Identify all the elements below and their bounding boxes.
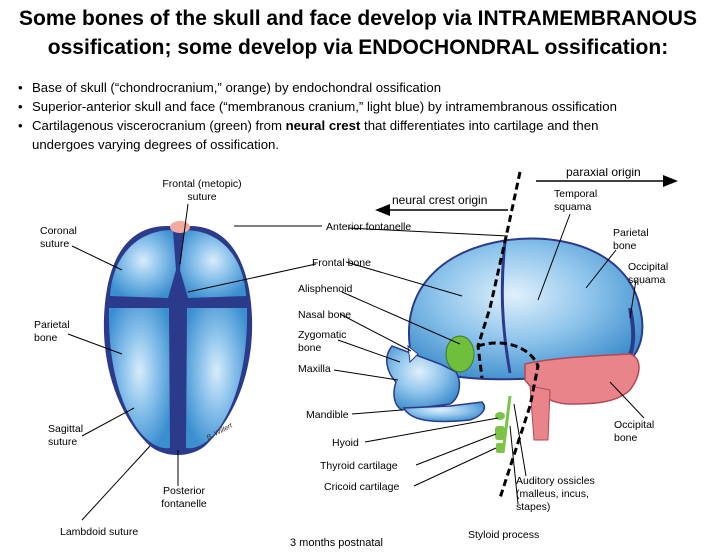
label-hyoid: Hyoid bbox=[332, 437, 359, 449]
origin-boundary bbox=[476, 171, 540, 499]
label-thyroid: Thyroid cartilage bbox=[320, 460, 398, 472]
top-view-skull: B. Willert bbox=[103, 221, 253, 455]
bullet-item: • Superior-anterior skull and face (“mem… bbox=[18, 97, 708, 116]
label-frontal-metopic: Frontal (metopic) bbox=[162, 178, 241, 190]
left-frontal-bone bbox=[110, 230, 176, 298]
bullet-text-cont: undergoes varying degrees of ossificatio… bbox=[32, 137, 280, 152]
label-temporal-2: squama bbox=[554, 201, 592, 213]
thyroid-green bbox=[495, 426, 505, 440]
label-occipital-squama: Occipital bbox=[628, 261, 668, 273]
anterior-fontanelle-top bbox=[170, 264, 186, 308]
bullet-dot: • bbox=[18, 80, 23, 95]
label-frontal-metopic-2: suture bbox=[187, 191, 216, 203]
label-occipital-bone-2: bone bbox=[614, 432, 638, 444]
nasal-bone-lateral bbox=[407, 344, 419, 364]
label-posterior-fontanelle-2: fontanelle bbox=[161, 498, 207, 510]
label-nasal-bone: Nasal bone bbox=[298, 309, 351, 321]
label-maxilla: Maxilla bbox=[298, 363, 331, 375]
label-occipital-bone: Occipital bbox=[614, 419, 654, 431]
label-zygomatic-2: bone bbox=[298, 342, 322, 354]
leader-lines bbox=[67, 203, 645, 521]
label-parietal-left: Parietal bbox=[34, 319, 70, 331]
label-sagittal-2: suture bbox=[48, 436, 77, 448]
diagram-labels: Frontal (metopic) suture Coronal suture … bbox=[34, 178, 668, 541]
label-frontal-bone: Frontal bone bbox=[312, 257, 371, 269]
bullet-text: Base of skull (“chondrocranium,” orange)… bbox=[32, 80, 442, 95]
slide-title: Some bones of the skull and face develop… bbox=[0, 4, 716, 62]
title-line-2: ossification; some develop via ENDOCHOND… bbox=[47, 36, 669, 59]
hyoid-green bbox=[495, 412, 505, 420]
right-frontal-bone bbox=[180, 230, 246, 298]
paraxial-origin-label: paraxial origin bbox=[566, 168, 641, 179]
bullet-text-bold: neural crest bbox=[285, 118, 361, 133]
alisphenoid-green bbox=[445, 335, 475, 373]
bullet-item: • Base of skull (“chondrocranium,” orang… bbox=[18, 78, 708, 97]
nasal-tip-top bbox=[170, 221, 190, 233]
dashed-boundary-upper bbox=[476, 171, 522, 379]
label-styloid: Styloid process bbox=[468, 529, 539, 541]
right-parietal-bone bbox=[186, 308, 248, 449]
cervical-vertebrae bbox=[529, 385, 551, 441]
face-bones bbox=[386, 345, 461, 411]
label-occipital-squama-2: squama bbox=[628, 274, 666, 286]
label-lambdoid: Lambdoid suture bbox=[60, 526, 138, 538]
label-coronal-2: suture bbox=[40, 238, 69, 250]
bullet-text: Cartilagenous viscerocranium (green) fro… bbox=[32, 116, 708, 135]
occipital-bone-lateral bbox=[524, 353, 640, 405]
label-auditory-3: stapes) bbox=[516, 501, 550, 513]
bullet-item: • Cartilagenous viscerocranium (green) f… bbox=[18, 116, 708, 135]
label-auditory: Auditory ossicles bbox=[516, 475, 595, 487]
label-zygomatic: Zygomatic bbox=[298, 329, 346, 341]
label-sagittal: Sagittal bbox=[48, 423, 83, 435]
label-cricoid: Cricoid cartilage bbox=[324, 481, 399, 493]
label-auditory-2: (malleus, incus, bbox=[516, 488, 589, 500]
styloid-green bbox=[501, 395, 512, 454]
bullet-continuation: undergoes varying degrees of ossificatio… bbox=[18, 135, 708, 154]
bullet-list: • Base of skull (“chondrocranium,” orang… bbox=[18, 78, 708, 154]
title-line-1: Some bones of the skull and face develop… bbox=[19, 7, 697, 30]
label-parietal-right-2: bone bbox=[613, 240, 637, 252]
bullet-text-pre: Cartilagenous viscerocranium (green) fro… bbox=[32, 118, 286, 133]
left-parietal-bone bbox=[108, 308, 170, 449]
coronal-suture-lateral bbox=[500, 241, 512, 374]
bullet-text-post: that differentiates into cartilage and t… bbox=[360, 118, 599, 133]
label-parietal-left-2: bone bbox=[34, 332, 58, 344]
label-posterior-fontanelle: Posterior bbox=[163, 485, 206, 497]
bullet-dot: • bbox=[18, 99, 23, 114]
lateral-view-skull bbox=[386, 237, 644, 454]
label-alisphenoid: Alisphenoid bbox=[298, 283, 352, 295]
label-anterior-fontanelle: Anterior fontanelle bbox=[326, 221, 411, 233]
bullet-text: Superior-anterior skull and face (“membr… bbox=[32, 99, 617, 114]
bullet-dot: • bbox=[18, 118, 23, 133]
figure-caption: 3 months postnatal bbox=[290, 537, 383, 549]
mandible-lateral bbox=[402, 401, 486, 423]
skull-diagram: B. Willert neural crest origin paraxial … bbox=[34, 165, 678, 549]
neural-crest-origin-label: neural crest origin bbox=[392, 193, 487, 207]
dashed-boundary-lower bbox=[477, 341, 540, 499]
label-temporal: Temporal bbox=[554, 188, 597, 200]
label-parietal-right: Parietal bbox=[613, 227, 649, 239]
skull-figure: B. Willert neural crest origin paraxial … bbox=[30, 165, 680, 550]
label-coronal: Coronal bbox=[40, 225, 77, 237]
label-mandible: Mandible bbox=[306, 409, 349, 421]
